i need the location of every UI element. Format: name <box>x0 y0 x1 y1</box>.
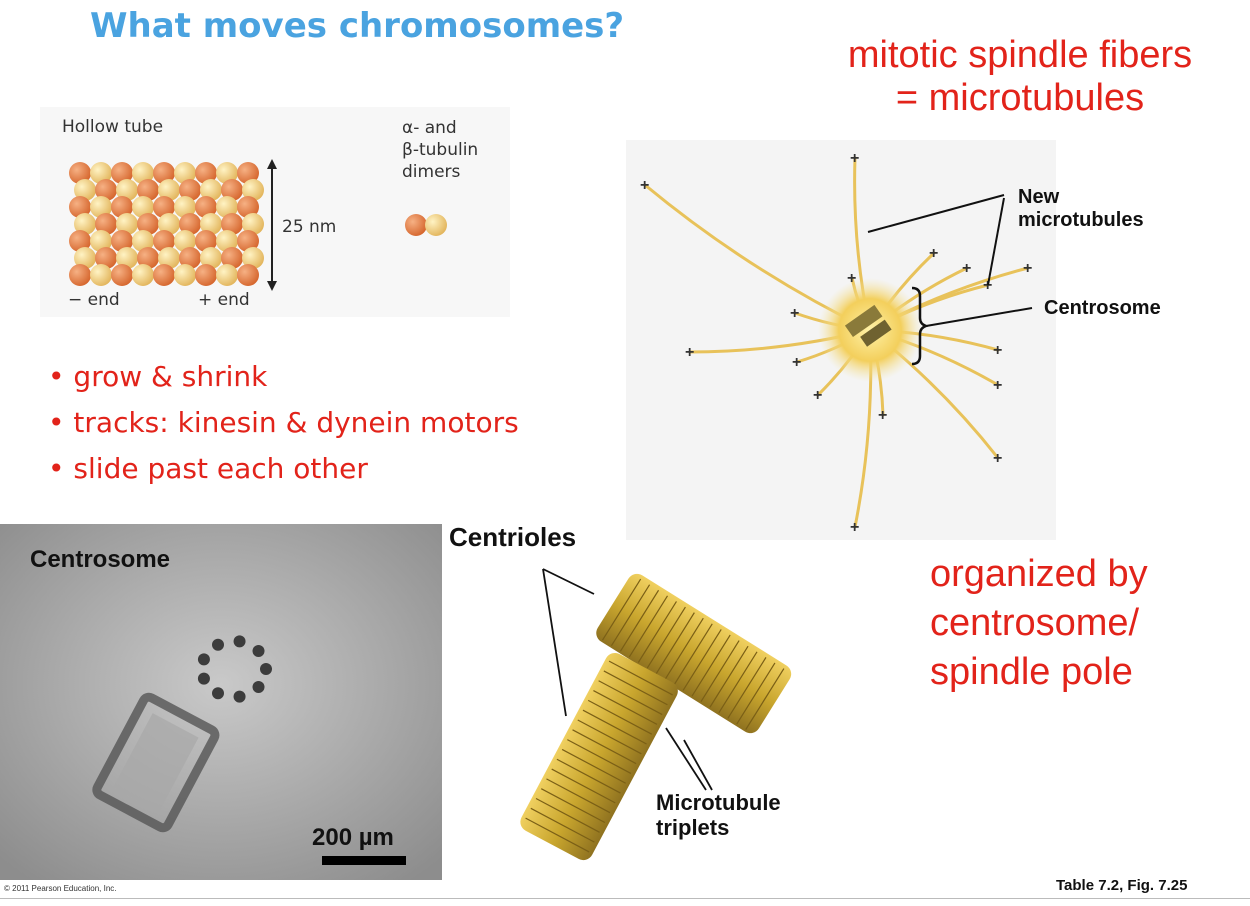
triplets-label-line1: Microtubule <box>656 790 781 815</box>
triplets-label-line2: triplets <box>656 815 730 840</box>
slide-title: What moves chromosomes? <box>90 6 625 46</box>
organized-line1: organized by <box>930 553 1148 595</box>
centrosome-micrograph: Centrosome 200 µm <box>0 524 442 880</box>
footer-divider <box>0 898 1250 899</box>
plus-end-marker: + <box>685 344 694 361</box>
bullet-item: slide past each other <box>48 446 519 492</box>
micrograph-image <box>0 524 442 880</box>
tube-drawing <box>69 159 447 291</box>
new-microtubules-label: New microtubules <box>1018 186 1144 232</box>
hollow-tube-label: Hollow tube <box>62 117 164 137</box>
organized-by-text: organized by centrosome/ spindle pole <box>930 550 1148 697</box>
bullet-item: grow & shrink <box>48 354 519 400</box>
plus-end-marker: + <box>847 270 856 287</box>
figure-reference: Table 7.2, Fig. 7.25 <box>1056 877 1188 894</box>
property-bullets: grow & shrink tracks: kinesin & dynein m… <box>48 354 519 492</box>
plus-end-marker: + <box>983 277 992 294</box>
plus-end-marker: + <box>790 305 799 322</box>
spindle-heading-line1: mitotic spindle fibers <box>847 34 1193 76</box>
plus-end-marker: + <box>640 177 649 194</box>
spindle-heading-line2: = microtubules <box>895 77 1145 119</box>
microtubule-structure-diagram: Hollow tube α- and β-tubulin dimers 25 n… <box>40 107 510 317</box>
plus-end-marker: + <box>962 260 971 277</box>
plus-end-marker: + <box>850 519 859 536</box>
organized-line3: spindle pole <box>930 651 1133 693</box>
dimers-label-line2: β-tubulin <box>402 140 479 160</box>
new-label-line1: New <box>1018 186 1060 208</box>
plus-end-marker: + <box>878 407 887 424</box>
organized-line2: centrosome/ <box>930 602 1140 644</box>
plus-end-marker: + <box>993 450 1002 467</box>
scale-bar-label: 200 µm <box>312 824 394 851</box>
new-label-line2: microtubules <box>1018 209 1144 231</box>
triplets-label: Microtubule triplets <box>656 790 781 840</box>
spindle-heading: mitotic spindle fibers = microtubules <box>800 34 1240 120</box>
plus-end-marker: + <box>993 342 1002 359</box>
plus-end-marker: + <box>929 245 938 262</box>
dimers-label-line3: dimers <box>402 162 461 182</box>
plus-end-marker: + <box>813 387 822 404</box>
plus-end-marker: + <box>1023 260 1032 277</box>
bullet-item: tracks: kinesin & dynein motors <box>48 400 518 446</box>
aster-centrosome-label: Centrosome <box>1044 297 1161 319</box>
diameter-label: 25 nm <box>282 217 337 237</box>
copyright-text: © 2011 Pearson Education, Inc. <box>4 884 117 893</box>
plus-end-marker: + <box>792 354 801 371</box>
micrograph-label: Centrosome <box>30 546 171 573</box>
dimers-label: α- and β-tubulin dimers <box>402 117 478 183</box>
minus-end-label: − end <box>68 290 120 310</box>
plus-end-label: + end <box>198 290 250 310</box>
dimers-label-line1: α- and <box>402 118 457 138</box>
plus-end-marker: + <box>993 377 1002 394</box>
plus-end-marker: + <box>850 150 859 167</box>
centrioles-label: Centrioles <box>449 522 577 552</box>
